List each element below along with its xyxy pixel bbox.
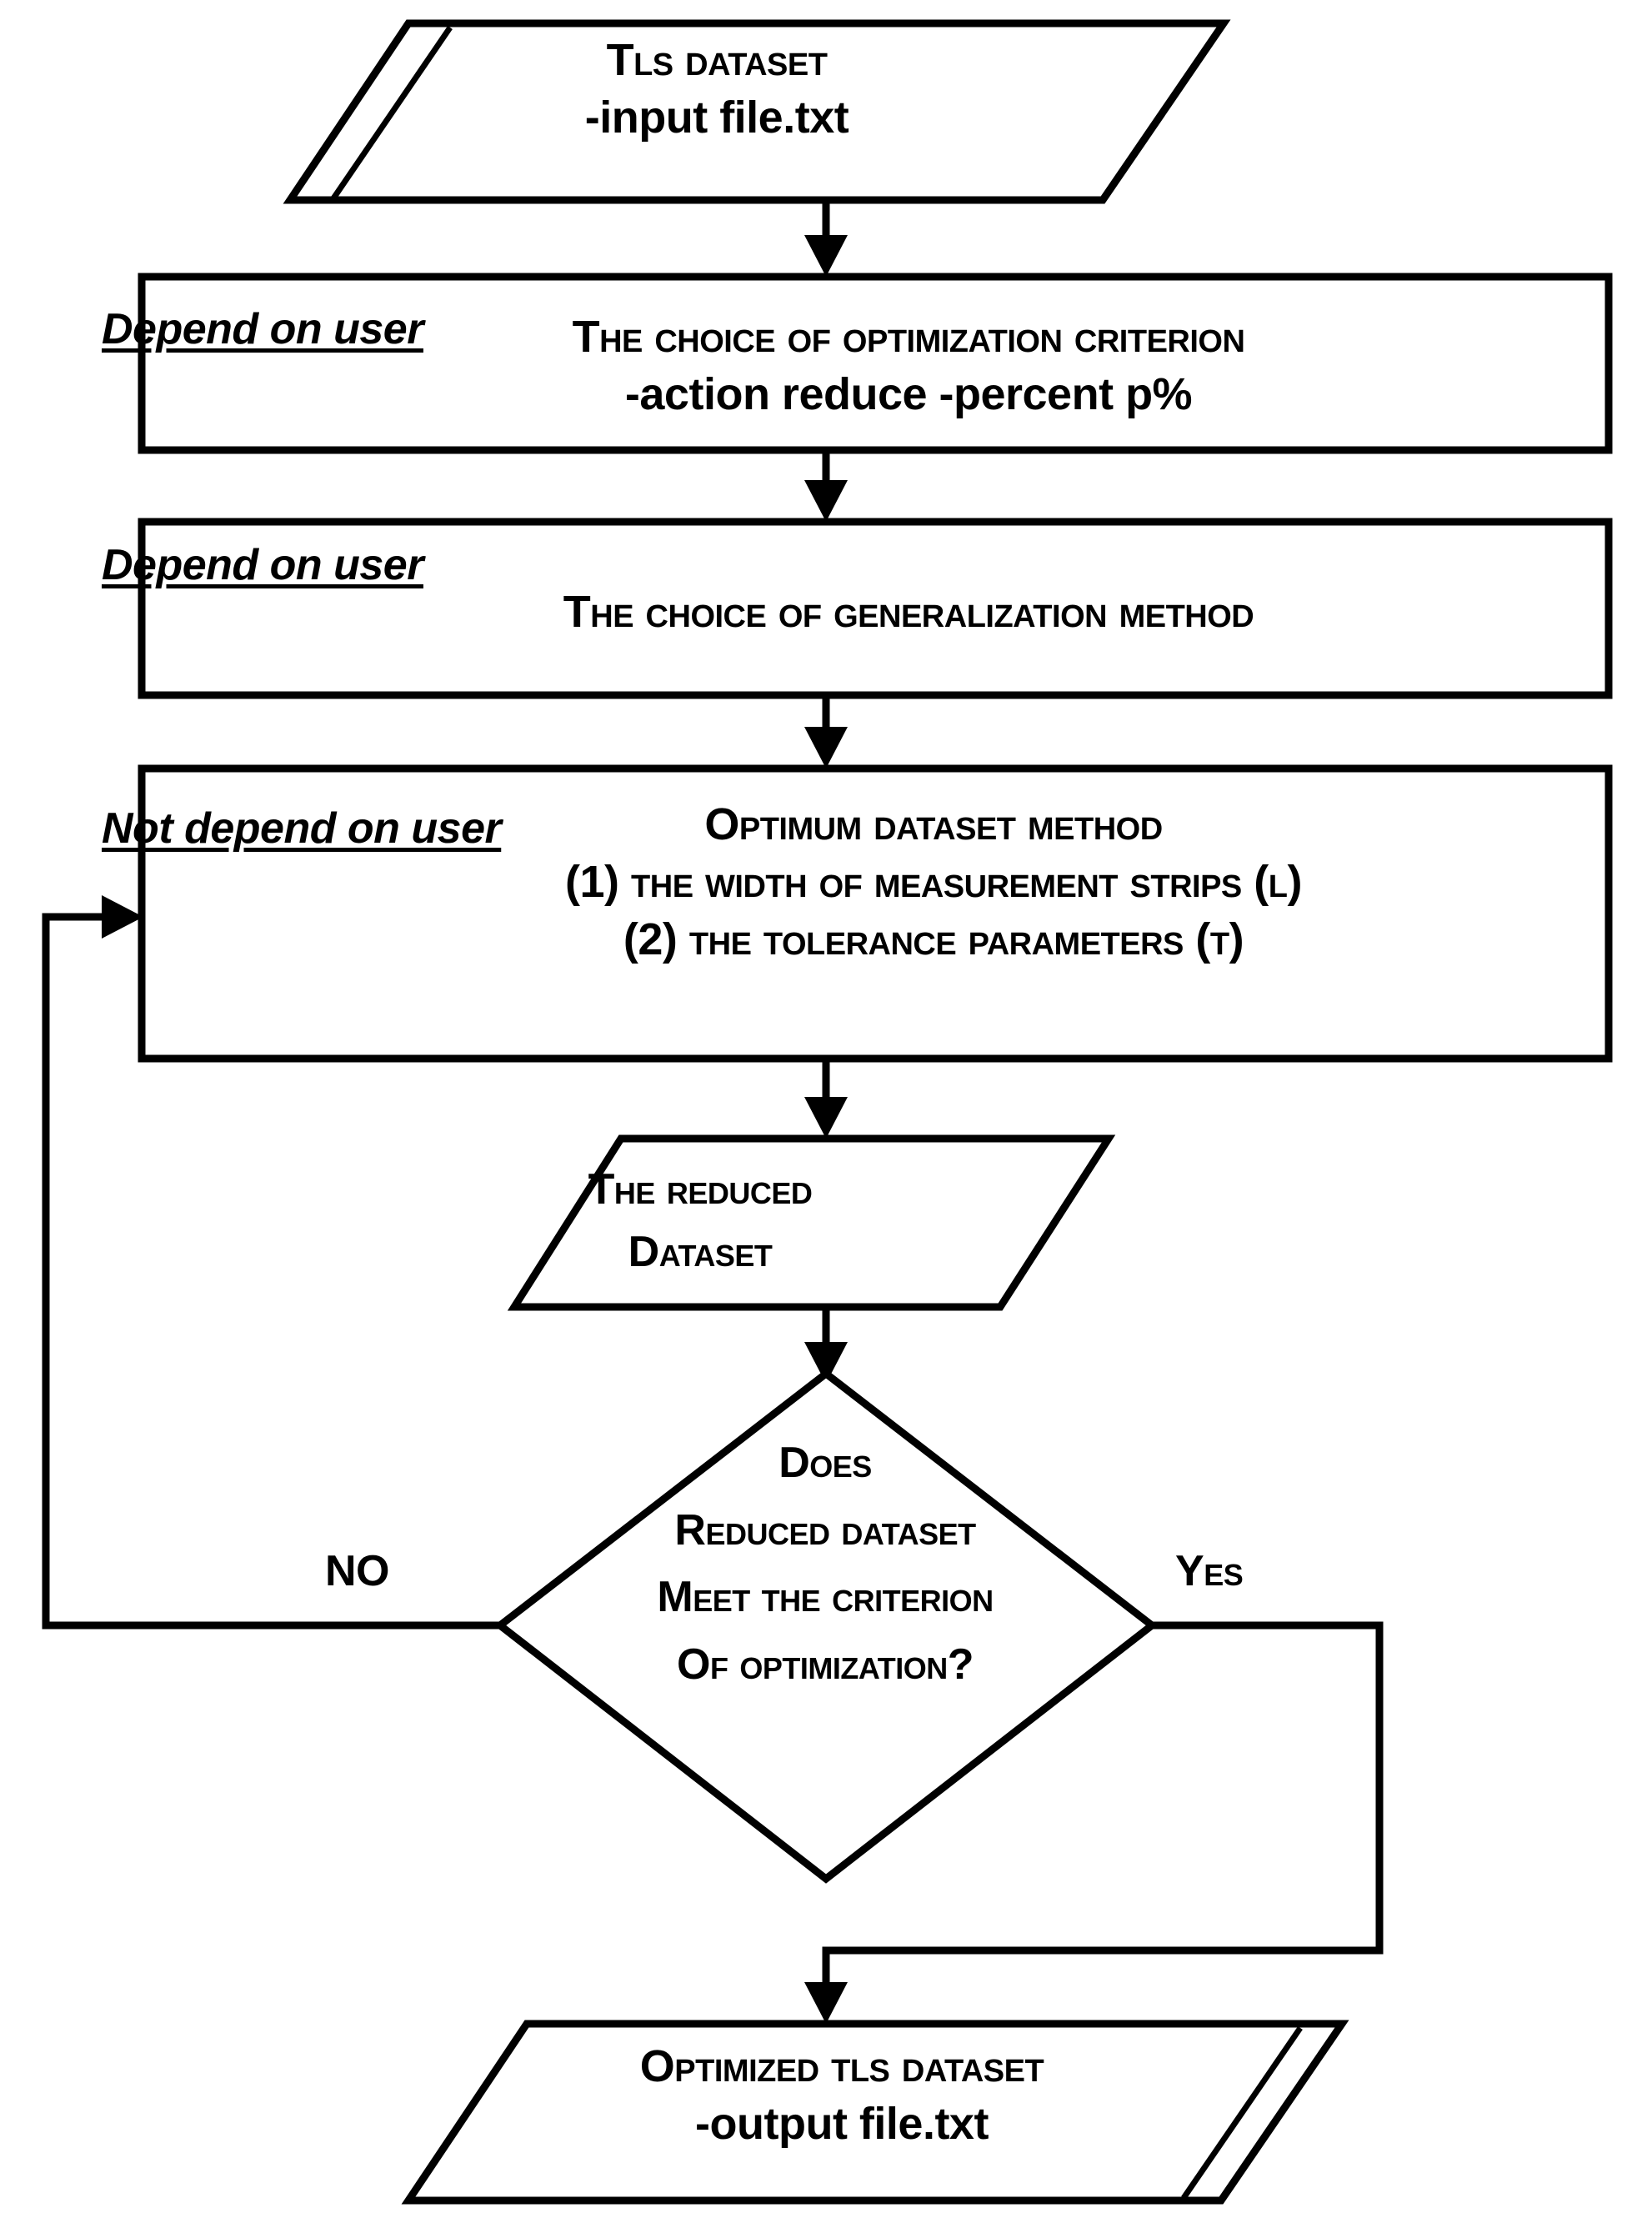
node-optimum-line3: (2) the tolerance parameters (t)	[623, 914, 1244, 965]
node-reduced-text: The reduced dataset	[408, 1159, 992, 1284]
node-optimum-shape	[138, 764, 1613, 1063]
node-reduced-line2: dataset	[628, 1228, 773, 1277]
node-generalization-line1: The choice of generalization method	[563, 587, 1254, 637]
node-generalization-note: Depend on user	[102, 541, 423, 589]
arrowhead-generalization-to-optimum	[804, 727, 848, 769]
node-decision-line1: Does	[778, 1439, 872, 1487]
node-input-text: TLS dataset -input file.txt	[392, 32, 1042, 147]
node-criterion-note: Depend on user	[102, 305, 423, 353]
arrowhead-criterion-to-generalization	[804, 480, 848, 522]
node-generalization-text: The choice of generalization method	[467, 583, 1350, 641]
edge-label-yes: Yes	[1175, 1547, 1244, 1595]
node-decision-shape	[493, 1369, 1159, 1884]
node-optimum-line1: Optimum Dataset method	[704, 799, 1163, 849]
node-decision-line4: of optimization?	[677, 1640, 974, 1689]
edge-label-no: NO	[325, 1547, 390, 1595]
node-input-line1: TLS dataset	[606, 35, 828, 85]
node-decision-line3: meet the criterion	[657, 1573, 994, 1622]
node-generalization-shape	[138, 518, 1613, 699]
node-input-double-edge	[331, 26, 453, 200]
node-input-shape	[283, 19, 1231, 204]
node-output-text: Optimized TLS dataset -output file.txt	[400, 2038, 1284, 2153]
connector-yes-to-output	[822, 1621, 1384, 1994]
node-criterion-shape	[138, 273, 1613, 454]
node-output-line2: -output file.txt	[695, 2099, 989, 2150]
node-criterion-text: The choice of optimization criterion -ac…	[467, 308, 1350, 423]
arrowhead-optimum-to-reduced	[804, 1097, 848, 1139]
node-optimum-note: Not depend on user	[102, 804, 502, 853]
node-optimum-line2: (1) the width of measurement strips (L)	[565, 857, 1302, 908]
node-criterion-line1: The choice of optimization criterion	[572, 312, 1245, 362]
node-decision-text: Does reduced dataset meet the criterion …	[492, 1429, 1159, 1698]
arrowhead-input-to-criterion	[804, 235, 848, 277]
node-decision-line2: reduced dataset	[674, 1505, 976, 1555]
node-reduced-line1: The reduced	[588, 1165, 813, 1214]
node-input-line2: -input file.txt	[584, 93, 849, 143]
node-reduced-shape	[507, 1134, 1116, 1311]
node-optimum-text: Optimum Dataset method (1) the width of …	[392, 796, 1475, 969]
arrowhead-yes-to-output	[804, 1982, 848, 2024]
node-output-shape	[401, 2020, 1349, 2205]
node-output-line1: Optimized TLS dataset	[639, 2041, 1044, 2091]
connector-no-loop	[42, 913, 500, 1630]
node-output-double-edge	[1181, 2026, 1303, 2200]
node-criterion-line2: -action reduce -percent p%	[624, 369, 1193, 420]
arrowhead-no-loop	[102, 895, 143, 939]
arrowhead-reduced-to-decision	[804, 1342, 848, 1384]
